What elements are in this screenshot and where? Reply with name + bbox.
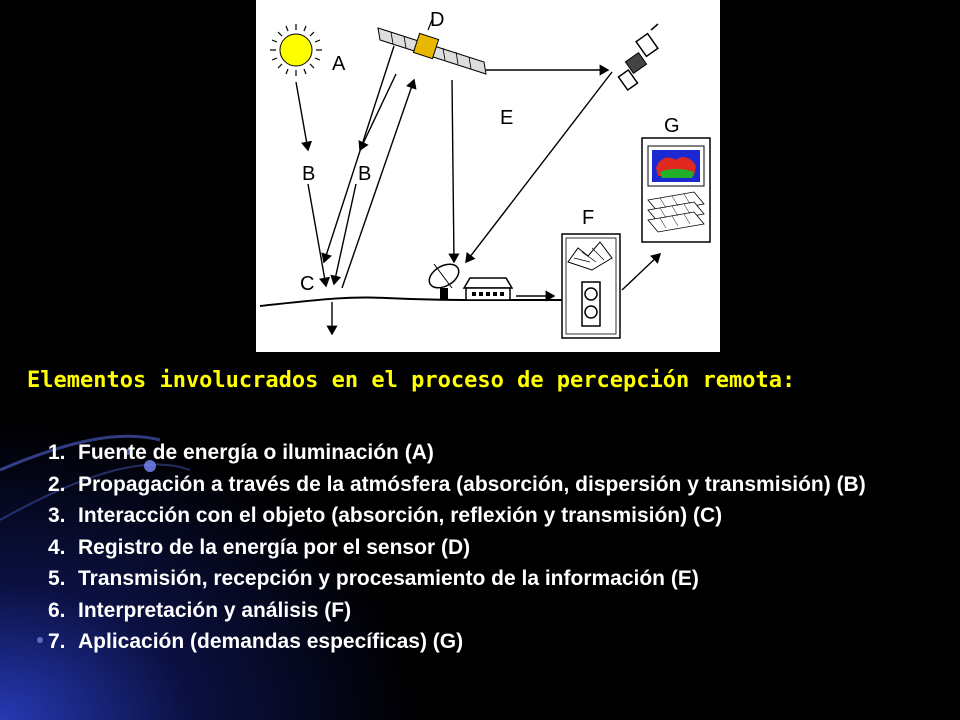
label-c: C: [300, 273, 314, 295]
list-item-number: 1.: [48, 441, 66, 464]
slide-heading: Elementos involucrados en el proceso de …: [27, 368, 796, 393]
satellite-icon: [377, 19, 487, 75]
list-item-text: Aplicación (demandas específicas) (G): [78, 630, 464, 653]
list-item-number: 5.: [48, 567, 66, 590]
list-item: 1. Fuente de energía o iluminación (A): [48, 437, 948, 469]
label-e: E: [500, 107, 513, 129]
processing-station-icon: [462, 277, 514, 301]
list-item-number: 2.: [48, 472, 66, 496]
remote-sensing-diagram: A B B C D E F G: [256, 0, 720, 352]
sun-icon: [270, 24, 322, 76]
list-item-number: 7.: [48, 630, 66, 653]
list-item-number: 3.: [48, 504, 66, 527]
analysis-panel-icon: [561, 233, 621, 339]
list-item-text: Registro de la energía por el sensor (D): [78, 535, 471, 559]
label-f: F: [582, 207, 594, 229]
label-g: G: [664, 115, 680, 137]
list-item-text: Transmisión, recepción y procesamiento d…: [78, 567, 699, 590]
list-item-text: Propagación a través de la atmósfera (ab…: [78, 472, 866, 496]
ground-antenna-icon: [428, 263, 460, 300]
application-panel-icon: [641, 137, 711, 243]
list-item-number: 6.: [48, 598, 66, 622]
list-item-number: 4.: [48, 535, 66, 559]
list-item-text: Interacción con el objeto (absorción, re…: [78, 504, 723, 527]
list-item: 2. Propagación a través de la atmósfera (…: [48, 469, 948, 501]
relay-satellite-icon: [617, 23, 659, 92]
label-b-right: B: [358, 163, 371, 185]
label-b-left: B: [302, 163, 315, 185]
list-item: 5. Transmisión, recepción y procesamiento…: [48, 563, 948, 595]
label-a: A: [332, 53, 346, 75]
diagram-canvas: A B B C D E F G: [259, 9, 711, 339]
list-item: 4. Registro de la energía por el sensor (…: [48, 532, 948, 564]
list-item: 3. Interacción con el objeto (absorción, …: [48, 500, 948, 532]
list-item: 6. Interpretación y análisis (F): [48, 595, 948, 627]
label-d: D: [430, 9, 444, 31]
list-item-text: Interpretación y análisis (F): [78, 598, 352, 622]
list-item-text: Fuente de energía o iluminación (A): [78, 441, 434, 464]
list-item: 7. Aplicación (demandas específicas) (G): [48, 626, 948, 658]
elements-list: 1. Fuente de energía o iluminación (A) 2.…: [48, 437, 948, 658]
